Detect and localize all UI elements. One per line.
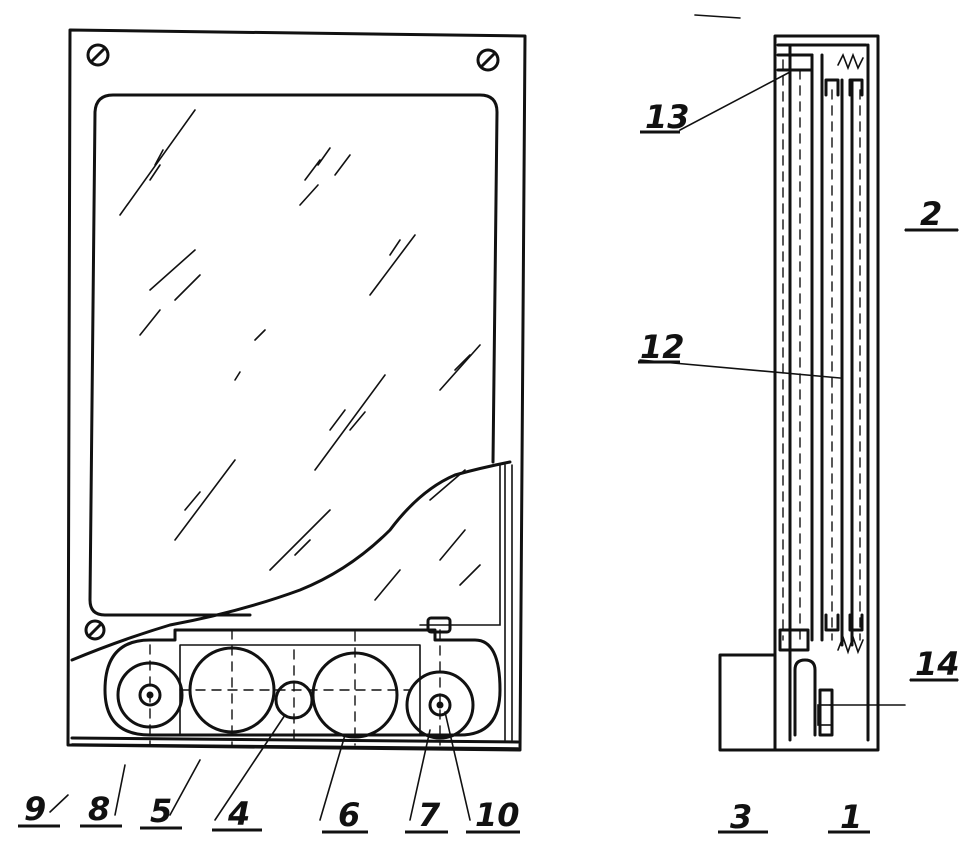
centerlines [149,629,441,746]
bottom-fitting [824,613,864,632]
cutaway-inner [419,464,501,626]
bottom-block [778,628,810,652]
callout-7: 7 [418,796,441,834]
front-callouts: 9 8 5 4 6 7 10 [18,790,520,834]
side-callouts: 13 2 12 14 3 1 [638,98,960,836]
screw-top-right [476,48,500,72]
right-pulley-axle [436,701,444,709]
glass-panel [88,93,499,617]
base-strip [70,736,520,744]
mechanism-housing [103,628,502,737]
top-cap [776,43,868,72]
top-fitting [824,78,864,97]
cutaway-boundary [70,460,512,662]
callout-9: 9 [24,790,46,828]
callout-underlines [18,824,520,834]
side-layers [788,43,870,742]
right-pulley [405,670,475,740]
screw-bottom-left [84,619,106,641]
callout-3: 3 [730,798,752,836]
base-strip-inner [71,743,519,749]
bottom-pad [817,704,833,726]
callout-8: 8 [88,790,110,828]
side-callout-underlines [638,130,958,834]
outer-frame [66,28,527,752]
side-dashed-layers [782,59,861,641]
callout-10: 10 [475,796,520,834]
callout-14: 14 [915,645,960,683]
side-view: 13 2 12 14 3 1 [638,14,960,836]
callout-2: 2 [920,195,942,233]
glass-reflections [119,109,481,601]
callout-12: 12 [640,328,685,366]
top-spring [837,52,864,71]
front-leaders [49,711,471,821]
callout-5: 5 [150,792,172,830]
screw-top-left [86,43,110,67]
bottom-mechanism [793,658,834,737]
callout-1: 1 [840,798,862,836]
callout-4: 4 [227,795,250,833]
callout-6: 6 [338,796,360,834]
callout-13: 13 [645,98,690,136]
front-view: 9 8 5 4 6 7 10 [18,28,527,834]
latch-block [426,616,452,634]
bottom-spring [837,634,864,655]
